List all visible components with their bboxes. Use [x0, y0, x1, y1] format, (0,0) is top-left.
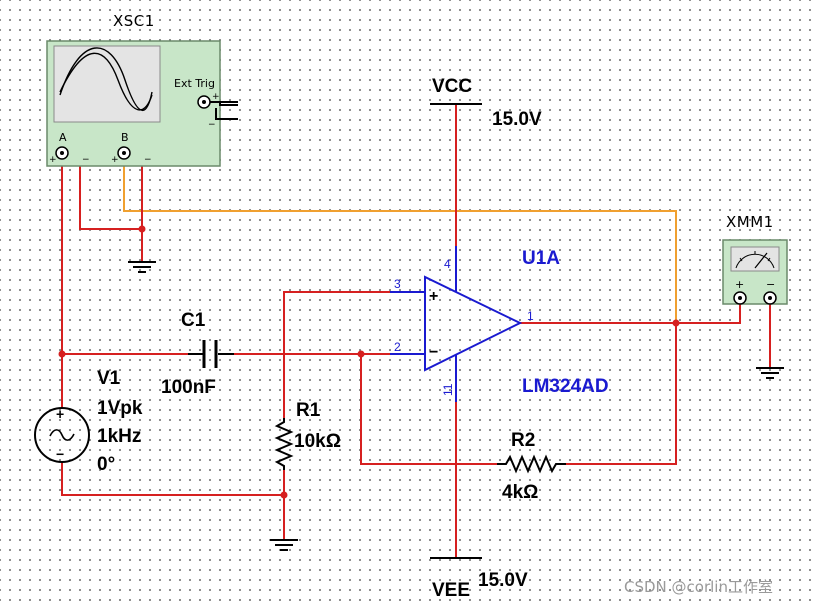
sine-icon: [49, 429, 75, 441]
r2-value: 4kΩ: [502, 482, 538, 503]
wire-v1-bottom[interactable]: [61, 462, 284, 496]
wires: [61, 104, 771, 558]
ground-scope[interactable]: [128, 261, 156, 273]
vcc-label: VCC: [432, 76, 472, 97]
junction-dot: [138, 225, 146, 233]
opamp-part: LM324AD: [522, 376, 609, 397]
xmm-refdes: XMM1: [726, 213, 774, 231]
terminal-dot: [738, 296, 742, 300]
junctions: [58, 225, 680, 499]
watermark: CSDN @corlin工作室: [624, 578, 773, 596]
scope-a-minus: −: [82, 155, 90, 165]
c1-refdes: C1: [181, 310, 206, 331]
terminal-dot: [122, 151, 126, 155]
opamp-pin-2: 2: [394, 340, 401, 354]
junction-dot: [58, 350, 66, 358]
vee-label: VEE: [432, 580, 470, 601]
v1-phase: 0°: [97, 454, 115, 475]
ac-source-v1[interactable]: + − V1 1Vpk 1kHz 0°: [34, 368, 143, 475]
v1-minus: −: [56, 446, 64, 462]
opamp-plus-sign: +: [429, 288, 438, 305]
terminal-dot: [60, 151, 64, 155]
scope-channel-b-label: B: [121, 131, 129, 144]
opamp-u1a[interactable]: + − 3 2 1 4 11 U1A LM324AD: [390, 246, 609, 402]
wire-feedback-left[interactable]: [360, 354, 497, 465]
opamp-triangle: [424, 275, 523, 372]
scope-ext-plus: +: [212, 92, 220, 102]
ground-r1[interactable]: [270, 539, 298, 551]
vee-value: 15.0V: [478, 570, 528, 591]
resistor-r2[interactable]: R2 4kΩ: [497, 430, 566, 503]
opamp-minus-sign: −: [429, 344, 438, 361]
r1-value: 10kΩ: [294, 431, 341, 452]
wire-feedback-right[interactable]: [566, 323, 677, 465]
r2-refdes: R2: [511, 430, 535, 451]
v1-amplitude: 1Vpk: [97, 398, 143, 419]
scope-a-plus: +: [49, 155, 57, 165]
opamp-pin-4: 4: [444, 257, 451, 271]
scope-refdes: XSC1: [113, 12, 155, 30]
resistor-zigzag: [497, 454, 566, 474]
scope-b-minus: −: [144, 155, 152, 165]
opamp-pin-3: 3: [394, 277, 401, 291]
terminal-dot: [202, 100, 206, 104]
xmm-plus: +: [735, 278, 744, 291]
wire-scope-b-plus[interactable]: [123, 153, 677, 323]
wire-r1-top[interactable]: [283, 291, 420, 418]
xmm-minus: −: [766, 278, 775, 291]
meter-gauge-icon: [730, 246, 780, 272]
vcc-supply[interactable]: VCC 15.0V: [430, 76, 542, 130]
opamp-pin-11: 11: [441, 383, 455, 396]
v1-refdes: V1: [97, 368, 121, 389]
junction-dot: [280, 491, 288, 499]
sine-wave-screen-icon: [59, 47, 153, 112]
ext-trig-lead-minus: [215, 108, 238, 120]
multimeter-xmm1[interactable]: XMM1 + −: [722, 213, 788, 305]
ext-trig-lead-plus: [219, 102, 238, 106]
scope-ext-minus: −: [208, 120, 216, 130]
v1-plus: +: [56, 406, 64, 422]
scope-channel-a-label: A: [59, 131, 67, 144]
scope-b-plus: +: [111, 155, 119, 165]
vee-supply[interactable]: VEE 15.0V: [430, 557, 528, 601]
v1-frequency: 1kHz: [97, 426, 141, 447]
oscilloscope-xsc1[interactable]: XSC1 Ext Trig + − A B + − + −: [46, 12, 238, 167]
resistor-r1[interactable]: R1 10kΩ: [274, 400, 341, 470]
r1-refdes: R1: [296, 400, 321, 421]
resistor-zigzag: [274, 418, 294, 470]
terminal-dot: [768, 296, 772, 300]
scope-ext-trig-label: Ext Trig: [174, 77, 215, 90]
vcc-value: 15.0V: [492, 109, 542, 130]
capacitor-c1[interactable]: C1 100nF: [161, 310, 234, 398]
junction-dot: [357, 350, 365, 358]
opamp-pin-1: 1: [527, 309, 534, 323]
junction-dot: [672, 319, 680, 327]
c1-value: 100nF: [161, 377, 216, 398]
ground-xmm[interactable]: [756, 367, 784, 379]
wire-scope-a-minus[interactable]: [79, 153, 142, 230]
opamp-refdes: U1A: [522, 248, 560, 269]
ac-source-icon: [34, 407, 90, 463]
wire-output[interactable]: [520, 300, 741, 324]
